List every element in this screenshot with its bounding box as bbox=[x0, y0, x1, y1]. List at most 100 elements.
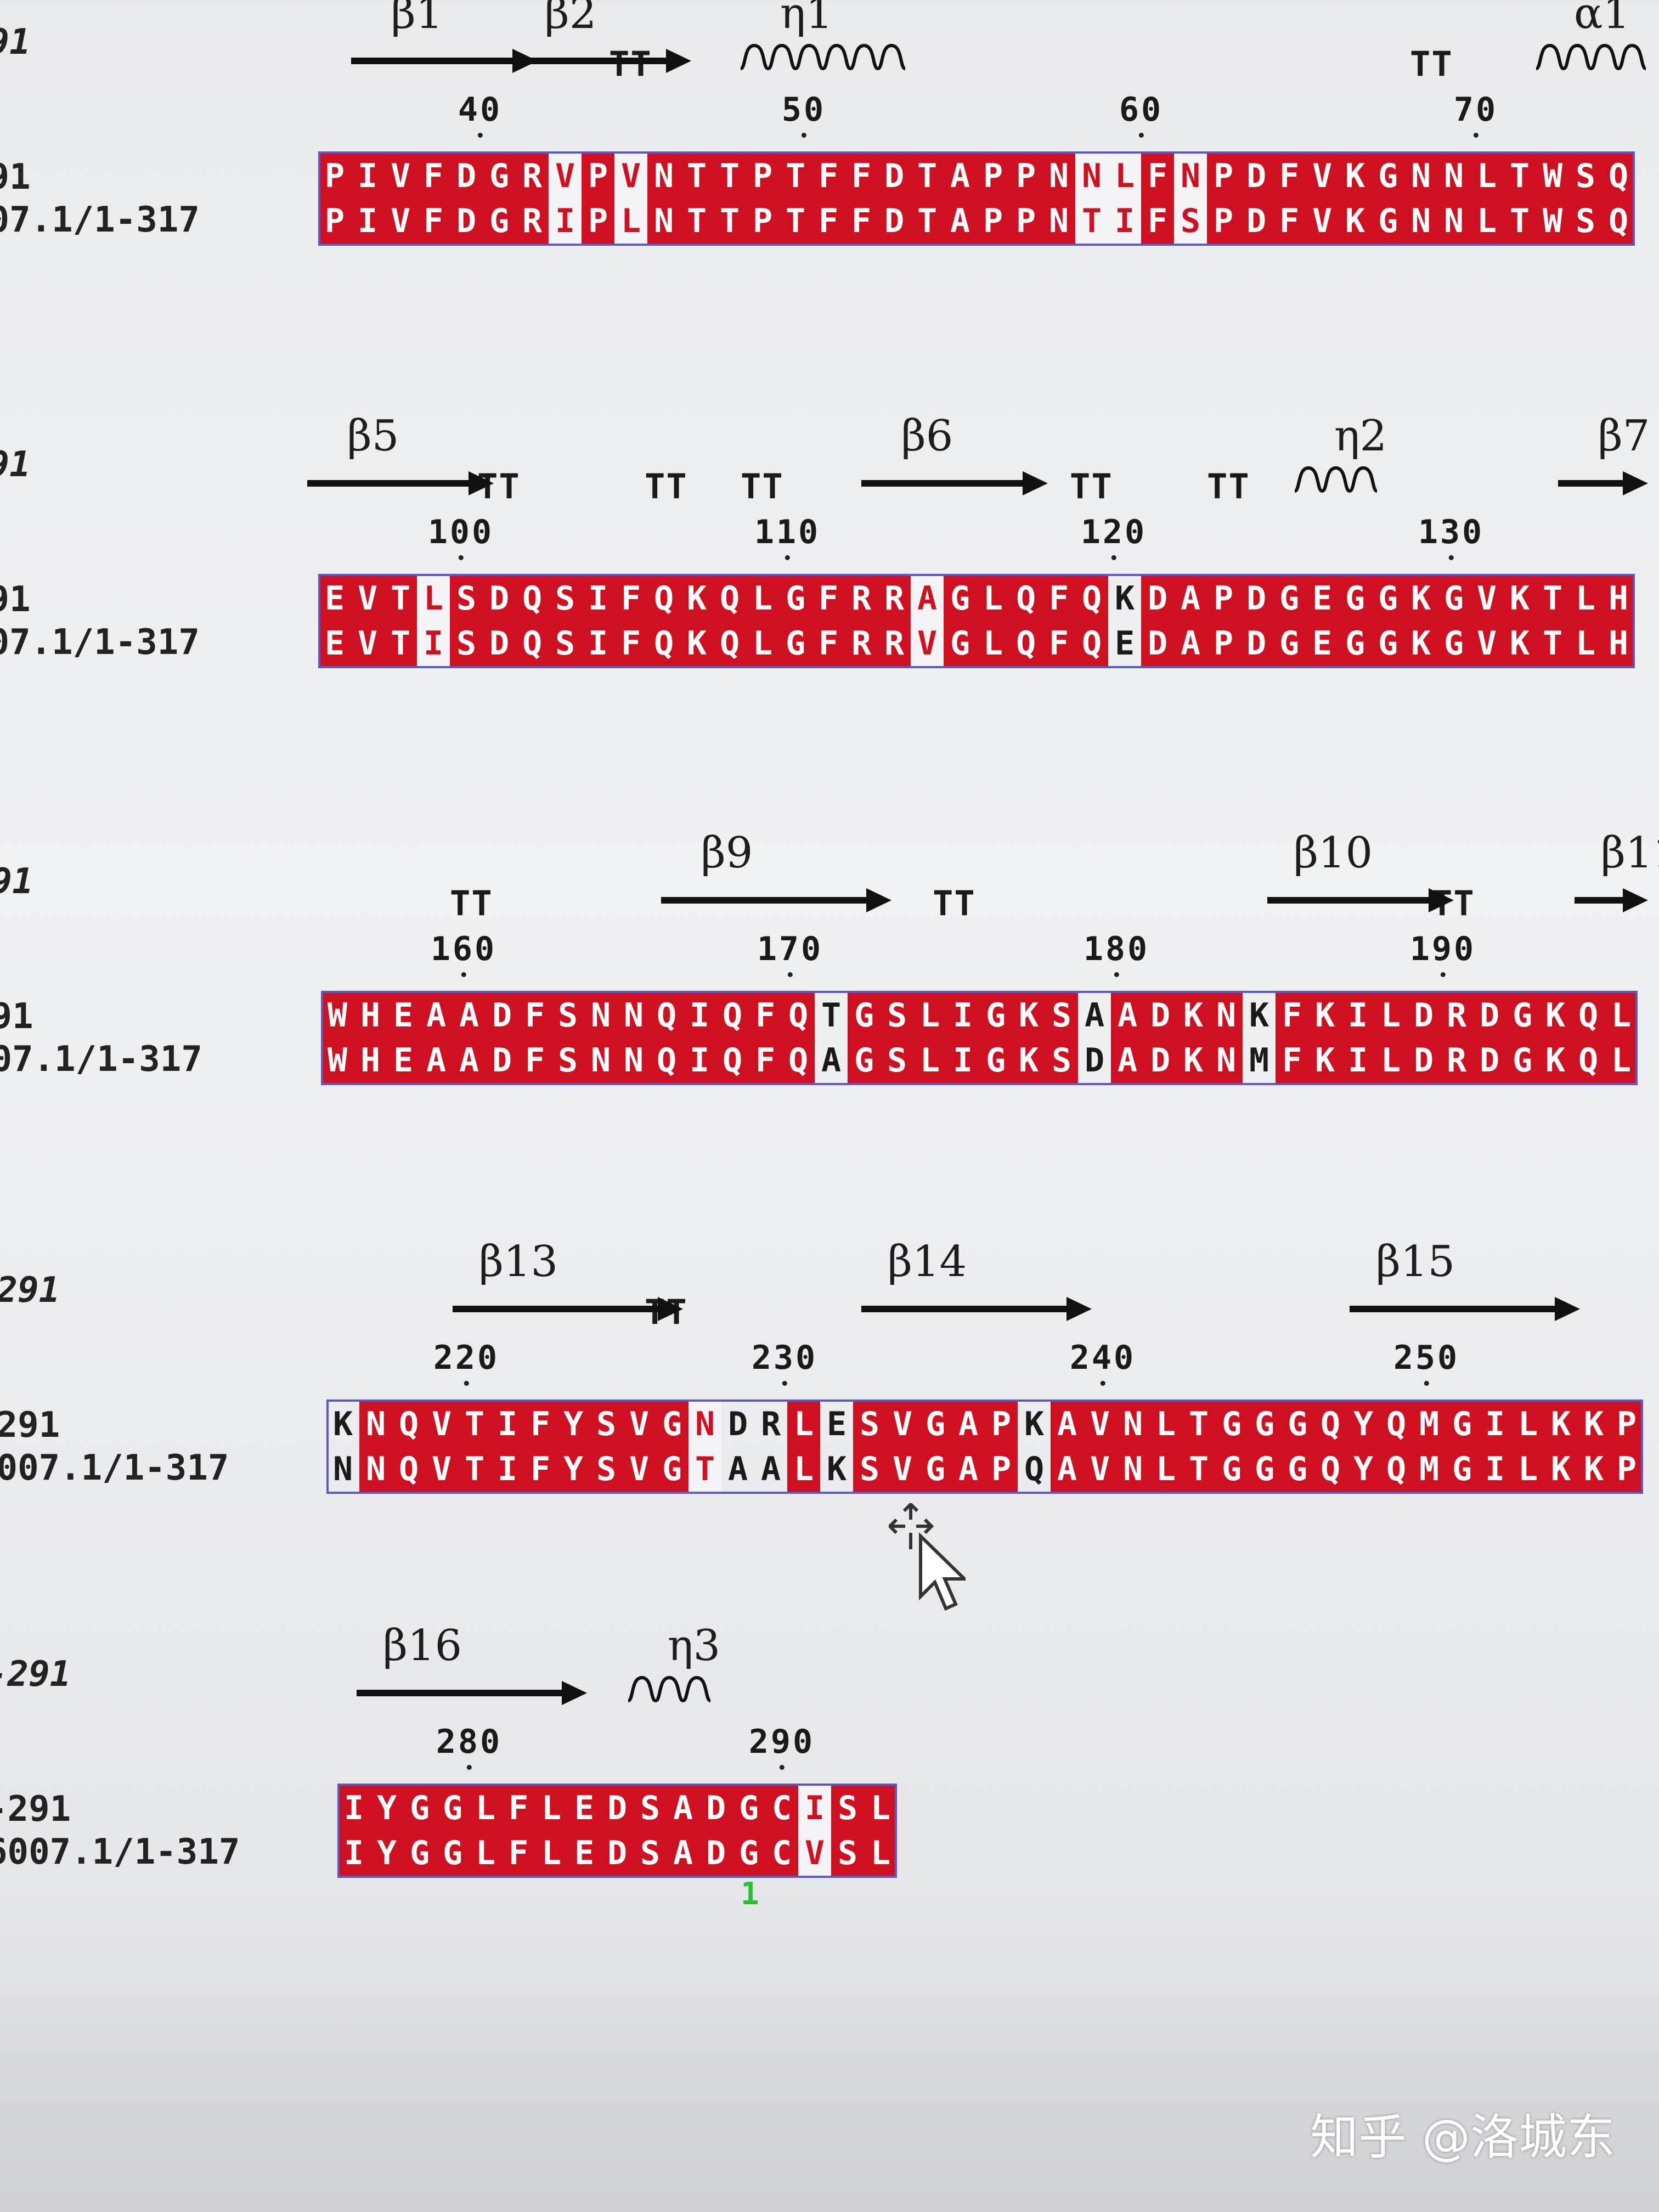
residue: P bbox=[1610, 1402, 1643, 1447]
residue-number: 160 bbox=[430, 930, 497, 977]
beta-strand-arrow bbox=[357, 1681, 587, 1705]
residue: V bbox=[911, 621, 944, 666]
residue: V bbox=[1084, 1447, 1116, 1492]
residue: H bbox=[1602, 576, 1635, 621]
residue: G bbox=[1372, 576, 1404, 621]
residue: F bbox=[518, 1038, 551, 1083]
residue: D bbox=[483, 621, 516, 666]
residue: L bbox=[469, 1786, 502, 1831]
residue: G bbox=[1281, 1447, 1314, 1492]
residue: T bbox=[713, 199, 746, 244]
residue: P bbox=[1009, 154, 1042, 199]
secondary-structure-label: η2 bbox=[1334, 411, 1387, 461]
helix-coil bbox=[628, 1675, 712, 1703]
residue: Q bbox=[516, 576, 549, 621]
residue: A bbox=[911, 576, 944, 621]
residue: A bbox=[821, 1041, 842, 1080]
residue: E bbox=[387, 1038, 420, 1083]
residue: G bbox=[436, 1786, 469, 1831]
residue: T bbox=[911, 154, 944, 199]
residue-number: 240 bbox=[1069, 1339, 1136, 1386]
residue: K bbox=[1539, 993, 1572, 1038]
secondary-structure-label: β9 bbox=[701, 828, 753, 878]
residue: L bbox=[1605, 993, 1638, 1038]
residue: H bbox=[354, 1038, 387, 1083]
helix-coil bbox=[1536, 43, 1646, 71]
residue: K bbox=[1012, 993, 1045, 1038]
secondary-structure-label: η1 bbox=[780, 0, 833, 38]
residue: G bbox=[779, 576, 812, 621]
residue: A bbox=[1111, 1038, 1144, 1083]
residue: F bbox=[417, 154, 450, 199]
turn-label: TT bbox=[450, 883, 493, 923]
residue: Y bbox=[1347, 1447, 1380, 1492]
residue: A bbox=[1111, 993, 1144, 1038]
residue: F bbox=[417, 199, 450, 244]
residue: F bbox=[614, 576, 647, 621]
residue: N bbox=[584, 993, 617, 1038]
residue: N bbox=[1404, 199, 1437, 244]
residue: D bbox=[601, 1831, 634, 1876]
turn-label: TT bbox=[1207, 466, 1250, 506]
residue: M bbox=[1413, 1447, 1446, 1492]
residue: D bbox=[486, 993, 518, 1038]
residue: G bbox=[1248, 1447, 1281, 1492]
residue: A bbox=[453, 993, 486, 1038]
residue: F bbox=[812, 576, 845, 621]
residue: L bbox=[746, 621, 779, 666]
residue: Q bbox=[1380, 1447, 1413, 1492]
residue: G bbox=[1215, 1447, 1248, 1492]
helix-coil bbox=[1295, 466, 1378, 493]
residue: V bbox=[1306, 199, 1339, 244]
residue: I bbox=[1479, 1402, 1511, 1447]
residue: S bbox=[450, 621, 483, 666]
residue: L bbox=[1605, 1038, 1638, 1083]
residue: D bbox=[727, 1405, 748, 1443]
residue: N bbox=[1437, 199, 1470, 244]
residue: I bbox=[946, 1038, 979, 1083]
residue: Q bbox=[716, 993, 749, 1038]
residue: G bbox=[1506, 1038, 1539, 1083]
residue: V bbox=[623, 1447, 656, 1492]
residue: E bbox=[1306, 621, 1339, 666]
residue: T bbox=[1503, 154, 1536, 199]
residue: D bbox=[486, 1038, 518, 1083]
residue: E bbox=[826, 1405, 847, 1443]
residue: Q bbox=[1380, 1402, 1413, 1447]
residue: Q bbox=[1314, 1447, 1347, 1492]
residue: P bbox=[977, 154, 1009, 199]
residue: T bbox=[911, 199, 944, 244]
residue: G bbox=[656, 1402, 689, 1447]
residue: V bbox=[425, 1447, 458, 1492]
beta-strand-arrow bbox=[1558, 471, 1648, 495]
residue: A bbox=[1051, 1447, 1084, 1492]
residue: P bbox=[318, 154, 351, 199]
residue: L bbox=[1470, 154, 1503, 199]
residue: G bbox=[848, 993, 881, 1038]
residue: T bbox=[680, 199, 713, 244]
residue-number: 280 bbox=[436, 1723, 503, 1770]
residue: G bbox=[1248, 1402, 1281, 1447]
residue: N bbox=[1042, 154, 1075, 199]
residue: F bbox=[812, 621, 845, 666]
residue-number: 250 bbox=[1393, 1339, 1460, 1386]
sequence-name: 007.1/1-317 bbox=[0, 200, 200, 240]
residue: D bbox=[601, 1786, 634, 1831]
residue: E bbox=[568, 1786, 601, 1831]
residue: V bbox=[351, 576, 384, 621]
structure-row-label: 291 bbox=[0, 444, 31, 485]
beta-strand-arrow bbox=[661, 888, 891, 912]
residue: I bbox=[1341, 993, 1374, 1038]
secondary-structure-label: β15 bbox=[1375, 1237, 1455, 1286]
residue: L bbox=[864, 1786, 897, 1831]
turn-label: TT bbox=[1070, 466, 1113, 506]
residue: V bbox=[1470, 576, 1503, 621]
residue-number: 70 bbox=[1453, 91, 1498, 138]
structure-row-label: -291 bbox=[0, 1654, 71, 1695]
residue: I bbox=[683, 993, 716, 1038]
residue: E bbox=[1114, 624, 1135, 663]
sequence-name: 291 bbox=[0, 996, 33, 1037]
